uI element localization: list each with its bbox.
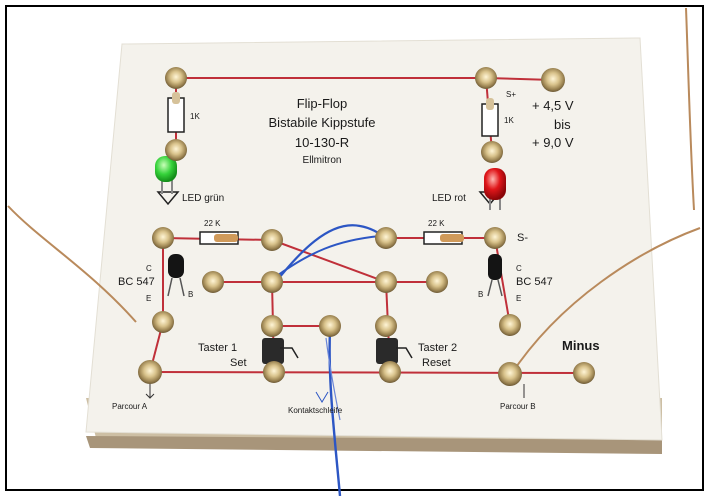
button-set-label-1: Taster 1	[198, 342, 238, 354]
transistor-left-label: BC 547	[118, 276, 155, 288]
resistor-22k-left-label: 22 K	[204, 219, 221, 228]
resistor-1k-left-label: 1K	[190, 112, 200, 121]
board-title-line-4: Ellmitron	[302, 155, 342, 166]
led-symbol-left	[156, 191, 180, 206]
board-surface	[85, 37, 663, 441]
transistor-right	[487, 254, 503, 297]
board-title-line-2: Bistabile Kippstufe	[268, 115, 376, 130]
button-set-label-2: Set	[230, 357, 247, 369]
supply-line-1: + 4,5 V	[532, 98, 574, 113]
button-reset-label-2: Reset	[422, 357, 451, 369]
pin-e-right: E	[516, 294, 522, 303]
resistor-22k-left	[199, 231, 239, 245]
button-reset-label-1: Taster 2	[418, 342, 458, 354]
pin-b-left: B	[188, 290, 194, 299]
wire-left-parcour	[7, 205, 137, 323]
parcour-a-arrow	[145, 384, 155, 399]
wire-top-right	[685, 7, 695, 211]
resistor-22k-right-label: 22 K	[428, 219, 445, 228]
blue-wire-cross-2	[265, 235, 381, 285]
pin-c-left: C	[146, 264, 152, 273]
board-title-line-3: 10-130-R	[294, 135, 350, 150]
parcour-a-label: Parcour A	[112, 402, 148, 411]
resistor-1k-left	[167, 92, 185, 133]
contact-loop-arrow	[315, 391, 329, 403]
led-green-label: LED grün	[182, 193, 225, 204]
board-edge-shadow	[86, 436, 662, 454]
led-red-label: LED rot	[432, 193, 466, 204]
resistor-1k-right	[481, 98, 499, 137]
push-button-reset	[376, 338, 413, 364]
pin-c-right: C	[516, 264, 522, 273]
spring-terminals	[138, 67, 595, 386]
wire-right-parcour	[509, 227, 701, 377]
s-minus-label: S-	[517, 232, 528, 244]
push-button-set	[262, 338, 299, 364]
pin-e-left: E	[146, 294, 152, 303]
led-green	[155, 156, 177, 194]
resistor-22k-right	[423, 231, 464, 245]
supply-line-2: bis	[554, 117, 571, 132]
transistor-right-label: BC 547	[516, 276, 553, 288]
blue-wire-contact-loop-shade	[325, 337, 341, 421]
board-title-line-1: Flip-Flop	[296, 96, 348, 111]
blue-wire-contact-loop	[328, 329, 342, 496]
supply-line-3: + 9,0 V	[532, 135, 574, 150]
minus-label: Minus	[562, 338, 600, 353]
pin-b-right: B	[478, 290, 484, 299]
led-red	[484, 168, 506, 210]
s-plus-label: S+	[506, 90, 517, 99]
contact-loop-label: Kontaktschleife	[288, 406, 343, 415]
resistor-1k-right-label: 1K	[504, 116, 514, 125]
transistor-left	[167, 254, 185, 297]
parcour-b-label: Parcour B	[500, 402, 536, 411]
